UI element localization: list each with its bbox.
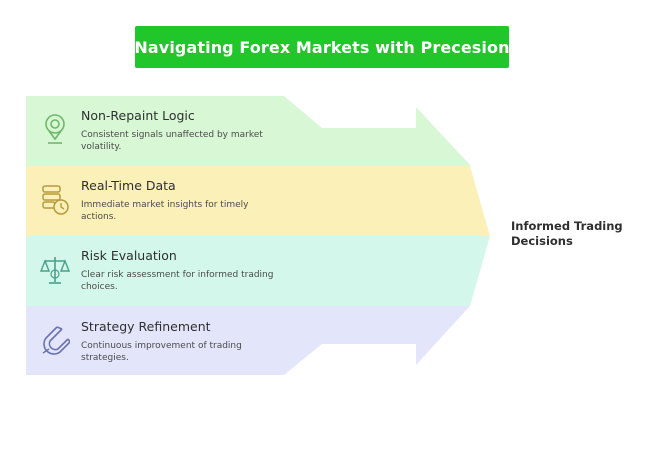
item-real-time-data: Real-Time Data Immediate market insights… bbox=[36, 178, 286, 234]
band-strategy-refinement bbox=[26, 306, 470, 375]
band-real-time bbox=[26, 166, 490, 236]
outcome-label: Informed Trading Decisions bbox=[511, 219, 641, 249]
magnet-icon bbox=[40, 323, 71, 359]
outcome-line-2: Decisions bbox=[511, 234, 573, 248]
item-description: Immediate market insights for timely act… bbox=[81, 200, 249, 222]
item-label: Real-Time Data bbox=[81, 178, 176, 193]
item-description: Continuous improvement of trading strate… bbox=[81, 341, 242, 363]
band-non-repaint bbox=[26, 96, 470, 166]
diagram-title: Navigating Forex Markets with Precesion bbox=[134, 37, 510, 57]
item-risk-evaluation: Risk Evaluation Clear risk assessment fo… bbox=[36, 248, 286, 304]
location-pin-icon bbox=[40, 112, 70, 148]
item-label: Non-Repaint Logic bbox=[81, 108, 195, 123]
title-banner: Navigating Forex Markets with Precesion bbox=[134, 26, 510, 68]
item-description: Consistent signals unaffected by market … bbox=[81, 130, 263, 152]
item-non-repaint-logic: Non-Repaint Logic Consistent signals una… bbox=[36, 108, 286, 164]
item-label: Risk Evaluation bbox=[81, 248, 177, 263]
database-clock-icon bbox=[40, 182, 70, 218]
balance-scale-icon bbox=[39, 252, 71, 288]
outcome-line-1: Informed Trading bbox=[511, 219, 623, 233]
band-risk-evaluation bbox=[26, 236, 490, 306]
item-strategy-refinement: Strategy Refinement Continuous improveme… bbox=[36, 319, 286, 375]
item-description: Clear risk assessment for informed tradi… bbox=[81, 270, 274, 292]
item-label: Strategy Refinement bbox=[81, 319, 211, 334]
